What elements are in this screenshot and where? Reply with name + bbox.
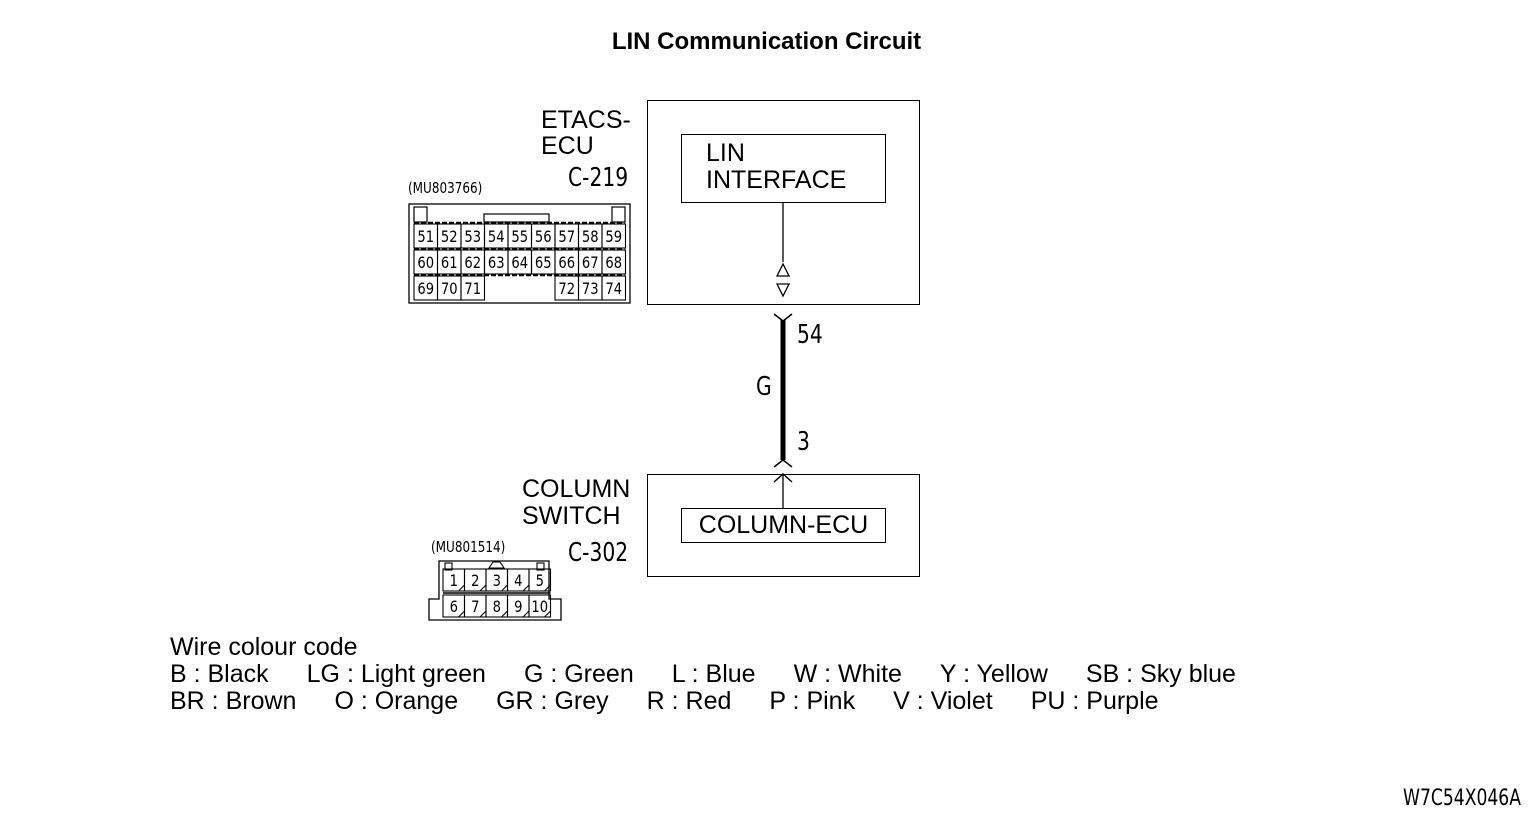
- pin-number: 63: [488, 254, 505, 273]
- legend-entry: SB : Sky blue: [1085, 660, 1236, 688]
- pin-number: 52: [441, 228, 458, 247]
- pin-number: 2: [471, 572, 479, 591]
- pin-number: 73: [582, 280, 599, 299]
- pin-number: 59: [605, 228, 622, 247]
- pin-number: 10: [531, 598, 548, 617]
- pin-number: 6: [450, 598, 458, 617]
- pin-number: 69: [417, 280, 434, 299]
- pin-cell: [601, 223, 627, 249]
- legend-heading: Wire colour code: [170, 633, 358, 661]
- terminal-54-symbol: [773, 313, 793, 322]
- pin-chamfer: [458, 610, 465, 618]
- pin-number: 72: [558, 280, 575, 299]
- connector-outline: [408, 203, 631, 304]
- pin-cell: [601, 275, 627, 301]
- lin-interface-line1: LIN: [706, 139, 745, 167]
- legend-entry: Y : Yellow: [939, 660, 1048, 688]
- etacs-connector-face: 51 52 53 54 55 56 57 58 59 60 61 62 63 64 65 66 67 68 69 70…: [408, 203, 631, 304]
- legend-entry: GR : Grey: [496, 687, 609, 715]
- pin-number: 71: [464, 280, 481, 299]
- column-switch-part-number: (MU801514): [431, 538, 506, 556]
- pin-number: 70: [441, 280, 458, 299]
- pin-cell: [601, 249, 627, 275]
- pin-number: 53: [464, 228, 481, 247]
- pin-chamfer: [479, 610, 487, 618]
- pin-number: 4: [514, 572, 522, 591]
- lin-interface-block: [681, 134, 886, 203]
- etacs-name-line1: ETACS-: [541, 106, 631, 134]
- pin-chamfer: [501, 610, 508, 618]
- pin-number: 61: [441, 254, 458, 273]
- pin-number: 65: [535, 254, 552, 273]
- pin-number: 58: [582, 228, 599, 247]
- pin-number: 67: [582, 254, 599, 273]
- terminal-3-symbol-upper: [773, 459, 793, 468]
- legend-entry: R : Red: [646, 687, 732, 715]
- pin-chamfer: [522, 610, 530, 618]
- legend-entry: G : Green: [523, 660, 634, 688]
- column-switch-connector-id: C-302: [568, 538, 629, 568]
- pin-number: 54: [488, 228, 505, 247]
- pin-number: 7: [471, 598, 479, 617]
- pin-number: 64: [511, 254, 528, 273]
- pin-number: 55: [511, 228, 528, 247]
- legend-entry: L : Blue: [671, 660, 756, 688]
- pin-chamfer: [479, 584, 487, 592]
- column-switch-name-line2: SWITCH: [522, 502, 621, 530]
- latch-left: [444, 562, 453, 571]
- key-mark: [487, 561, 506, 569]
- pin-number: 1: [450, 572, 458, 591]
- etacs-part-number: (MU803766): [408, 179, 483, 197]
- pin-cell: [528, 568, 552, 592]
- pin-54-label: 54: [797, 320, 823, 350]
- pin-cell: [528, 594, 552, 618]
- legend-entry: V : Violet: [893, 687, 993, 715]
- column-ecu-block: [681, 508, 886, 543]
- legend-row-1: B : Black LG : Light green G : Green L : Bl…: [170, 661, 1274, 688]
- figure-id: W7C54X046A: [1403, 786, 1521, 811]
- pin-number: 66: [558, 254, 575, 273]
- pin-number: 8: [493, 598, 501, 617]
- pin-number: 68: [605, 254, 622, 273]
- pin-chamfer: [544, 610, 551, 618]
- etacs-connector-id: C-219: [568, 163, 629, 193]
- pin-chamfer: [544, 584, 551, 592]
- legend-entry: O : Orange: [334, 687, 459, 715]
- legend-entry: W : White: [793, 660, 902, 688]
- latch-left: [413, 206, 428, 223]
- diagram-title: LIN Communication Circuit: [611, 28, 922, 55]
- latch-right: [536, 562, 545, 571]
- legend-entry: PU : Purple: [1030, 687, 1159, 715]
- legend-entry: BR : Brown: [170, 687, 297, 715]
- column-switch-name-line1: COLUMN: [522, 475, 631, 503]
- pin-chamfer: [458, 584, 465, 592]
- etacs-name-line2: ECU: [541, 132, 594, 160]
- pin-number: 60: [417, 254, 434, 273]
- signal-up-arrow-icon: [775, 262, 791, 277]
- pin-number: 5: [536, 572, 544, 591]
- legend-entry: P : Pink: [769, 687, 856, 715]
- pin-number: 3: [493, 572, 501, 591]
- pin-number: 51: [417, 228, 434, 247]
- wire-color-label: G: [756, 372, 772, 402]
- column-ecu-label: COLUMN-ECU: [698, 511, 869, 539]
- lin-interface-line2: INTERFACE: [706, 166, 847, 194]
- pin-number: 57: [558, 228, 575, 247]
- pin-chamfer: [501, 584, 508, 592]
- pin-number: 56: [535, 228, 552, 247]
- pin-number: 62: [464, 254, 481, 273]
- legend-row-2: BR : Brown O : Orange GR : Grey R : Red P : …: [170, 688, 1197, 715]
- pin-cell: [460, 275, 486, 301]
- etacs-ecu-box: [647, 100, 920, 305]
- pin-number: 9: [514, 598, 522, 617]
- pin-chamfer: [522, 584, 530, 592]
- legend-entry: LG : Light green: [306, 660, 486, 688]
- legend-entry: B : Black: [170, 660, 269, 688]
- pin-number: 74: [605, 280, 622, 299]
- signal-down-arrow-icon: [775, 283, 791, 298]
- pin-3-label: 3: [797, 427, 810, 457]
